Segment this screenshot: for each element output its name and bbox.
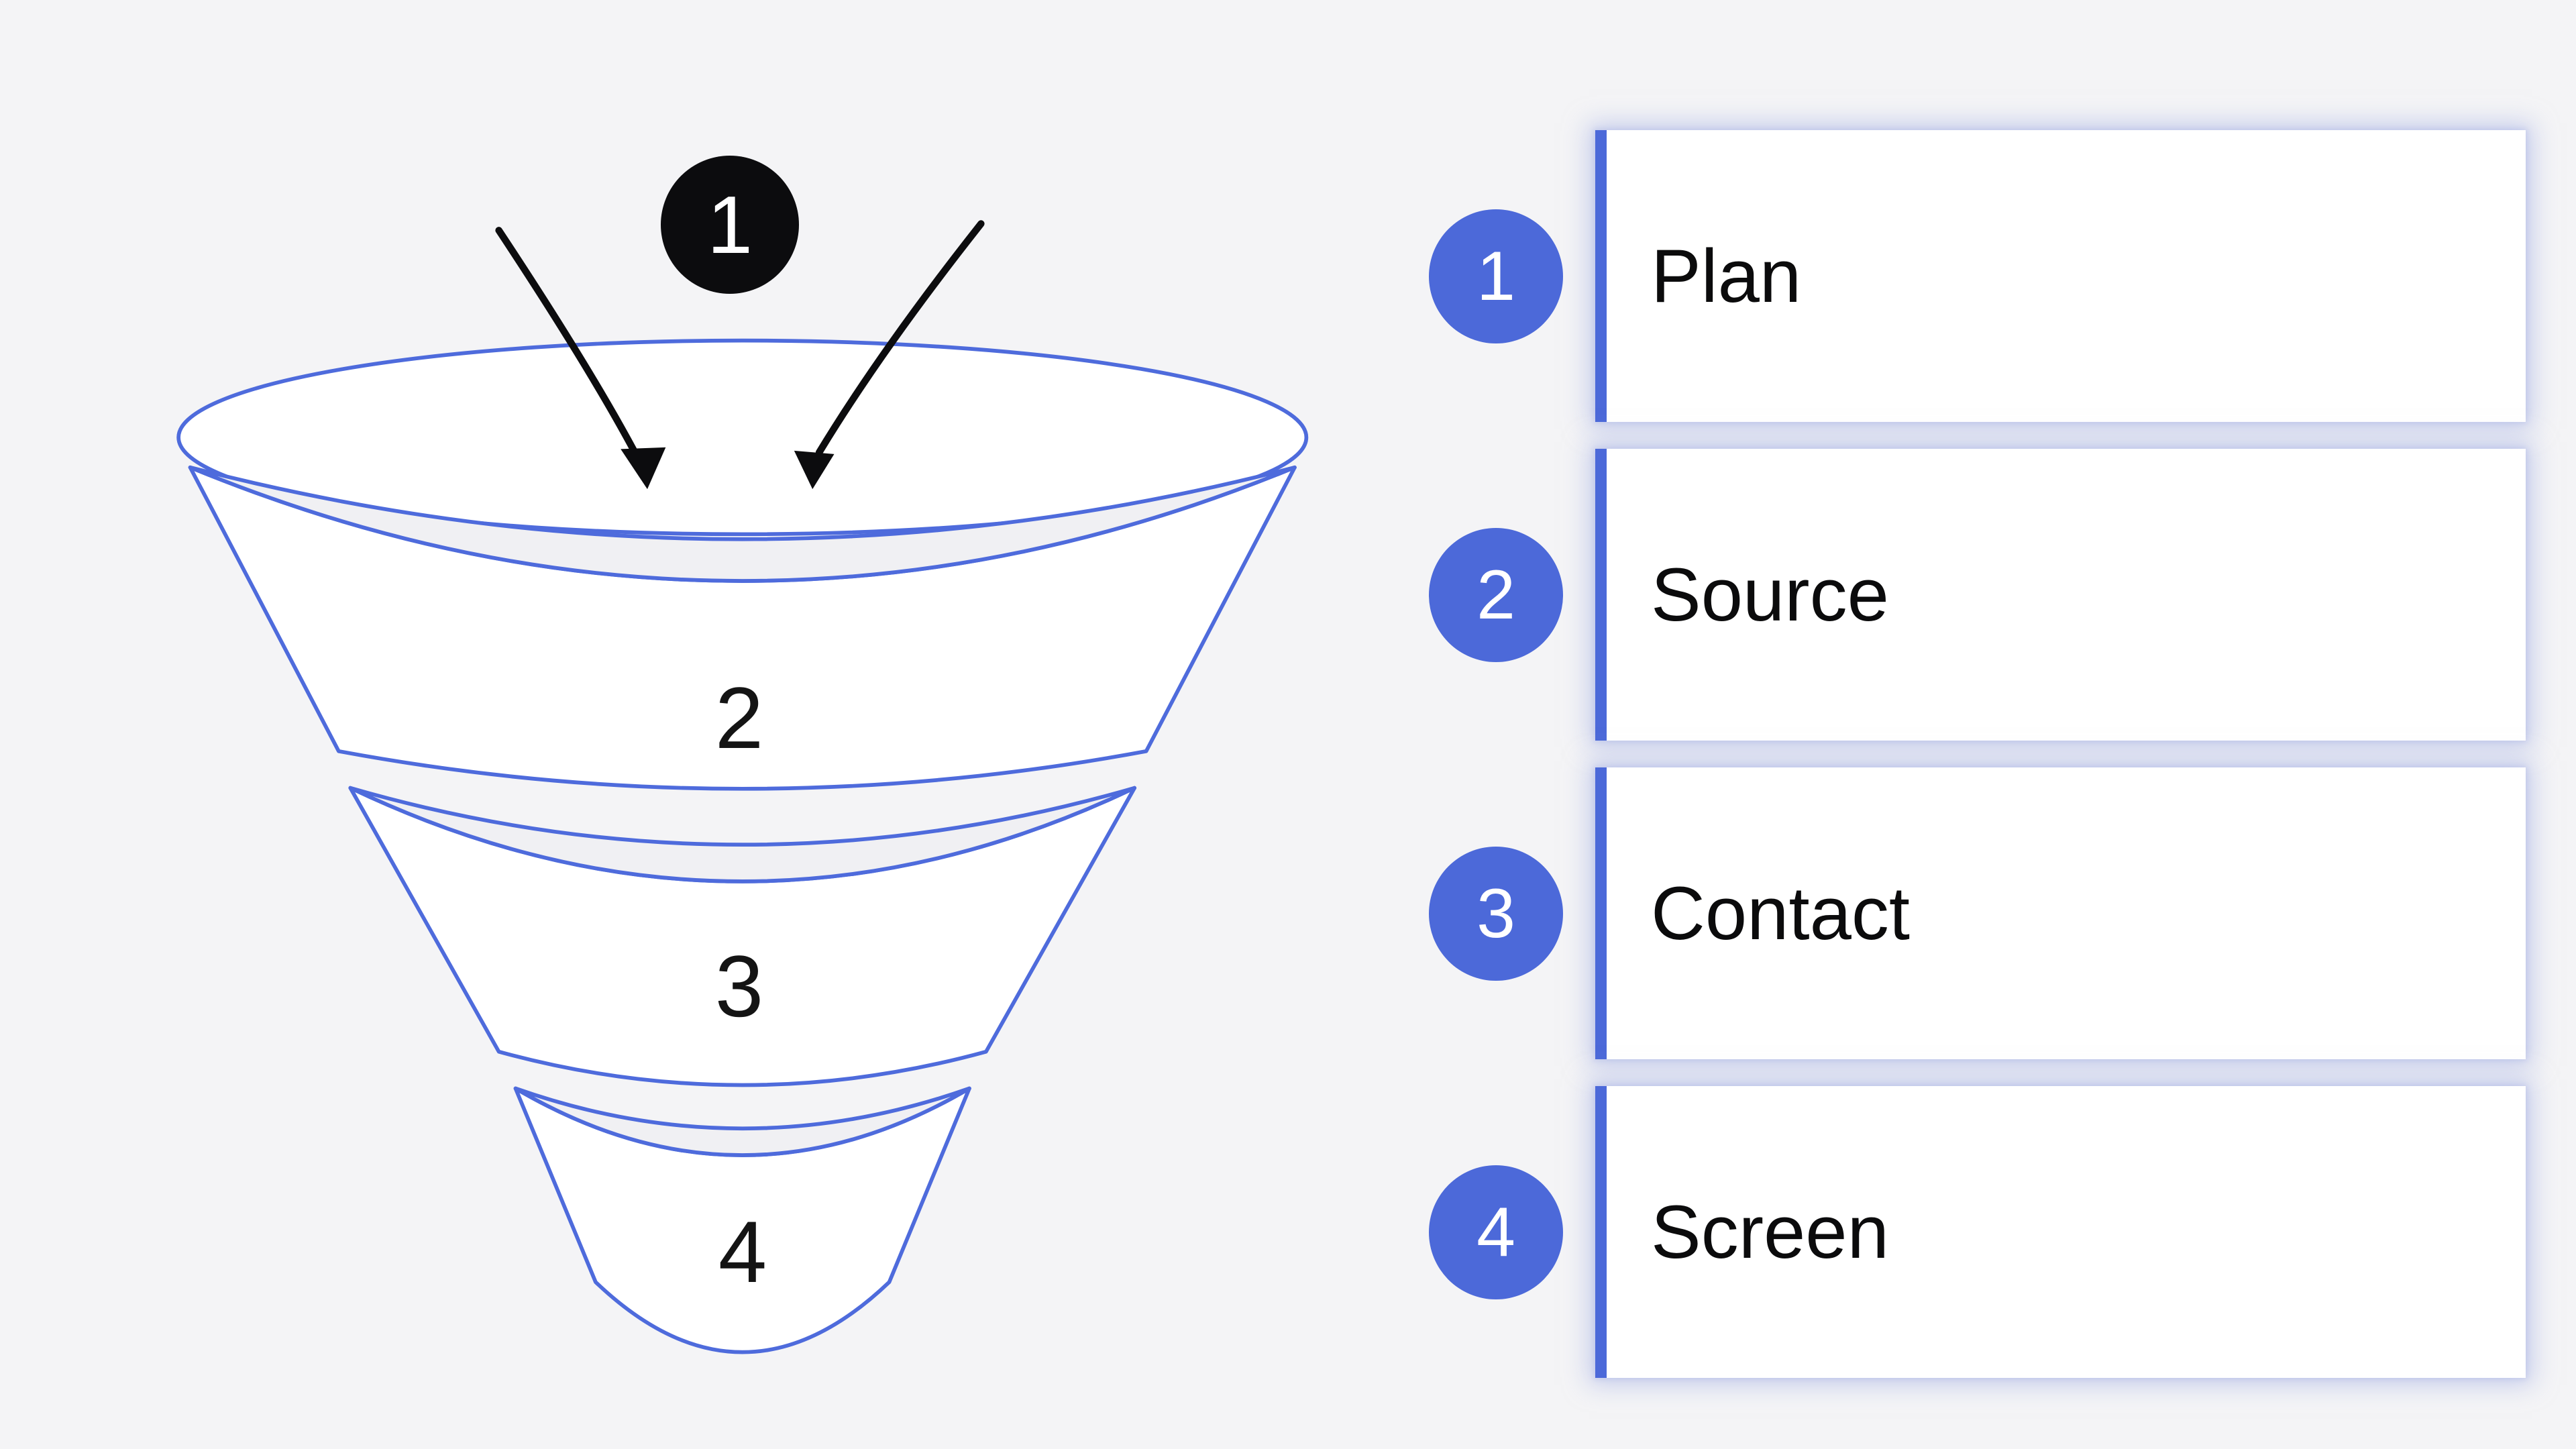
step-3-number-badge: 3 (1429, 846, 1563, 981)
funnel-stage-3-rim (348, 786, 1137, 883)
step-4-card: Screen (1595, 1086, 2526, 1378)
step-row-plan: 1 Plan (1429, 130, 2526, 422)
step-2-card: Source (1595, 449, 2526, 741)
steps-panel: 1 Plan 2 Source 3 Contact 4 Screen (1429, 130, 2526, 1405)
inlet-arrow-right (794, 220, 985, 490)
inlet-arrow-left (495, 227, 666, 490)
step-4-number-badge: 4 (1429, 1165, 1563, 1299)
funnel-stage-2-rim (188, 465, 1297, 583)
step-2-label: Source (1651, 552, 1889, 637)
step-row-source: 2 Source (1429, 449, 2526, 741)
step-1-label: Plan (1651, 233, 1802, 318)
step-4-label: Screen (1651, 1189, 1889, 1274)
funnel-stage-2-number: 2 (714, 669, 764, 767)
funnel-stage-3-number: 3 (714, 937, 764, 1035)
step-row-contact: 3 Contact (1429, 767, 2526, 1059)
funnel-mouth (176, 338, 1309, 537)
step-row-screen: 4 Screen (1429, 1086, 2526, 1378)
step-1-number-badge: 1 (1429, 209, 1563, 343)
step-1-card: Plan (1595, 130, 2526, 422)
step-3-label: Contact (1651, 871, 1910, 955)
step-2-number-badge: 2 (1429, 527, 1563, 662)
funnel-inlet-badge: 1 (661, 156, 799, 294)
funnel-stage-4-number: 4 (718, 1203, 767, 1301)
funnel-stage-4-rim (513, 1086, 971, 1157)
step-3-card: Contact (1595, 767, 2526, 1059)
